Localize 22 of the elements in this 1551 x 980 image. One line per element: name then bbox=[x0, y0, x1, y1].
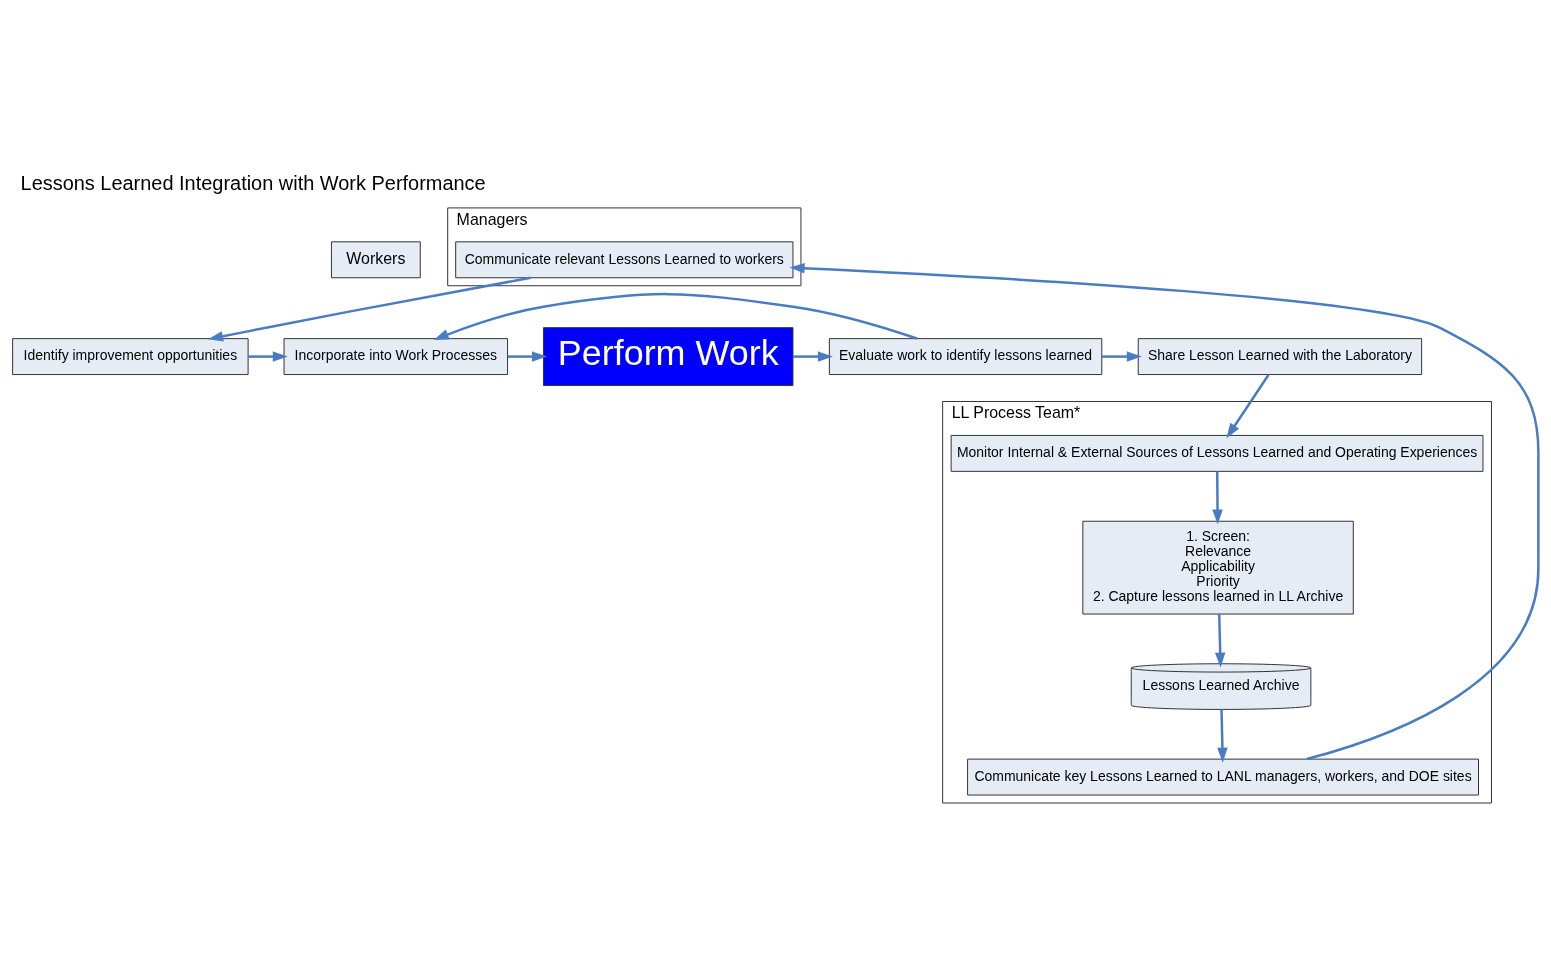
node-box: Workers bbox=[330, 240, 421, 278]
node-box: Communicate relevant Lessons Learned to workers bbox=[455, 240, 794, 278]
node-box: Perform Work bbox=[543, 326, 794, 386]
arrow bbox=[789, 262, 1540, 760]
arrow bbox=[1226, 373, 1270, 438]
node-box: Monitor Internal & External Sources of Lessons Learned and Operating Experiences bbox=[950, 434, 1484, 472]
arrow bbox=[208, 276, 531, 341]
arrow bbox=[793, 350, 833, 362]
arrow bbox=[1214, 613, 1226, 668]
arrow bbox=[248, 350, 288, 362]
arrow bbox=[1217, 708, 1228, 763]
node-box: Share Lesson Learned with the Laboratory bbox=[1137, 337, 1423, 375]
node-box: 1. Screen: Relevance Applicability Priority 2. Capture lessons learned in LL Archive bbox=[1082, 520, 1354, 615]
node-box: Communicate key Lessons Learned to LANL managers, workers, and DOE sites bbox=[967, 758, 1479, 796]
arrow bbox=[1212, 470, 1223, 525]
diagram-title: Lessons Learned Integration with Work Performance bbox=[20, 171, 486, 194]
node-box: Identify improvement opportunities bbox=[12, 337, 249, 375]
arrow bbox=[433, 292, 918, 340]
arrow bbox=[507, 350, 547, 362]
node-box: Incorporate into Work Processes bbox=[283, 337, 509, 375]
node-box: Evaluate work to identify lessons learned bbox=[828, 337, 1103, 375]
arrow bbox=[1101, 350, 1142, 362]
